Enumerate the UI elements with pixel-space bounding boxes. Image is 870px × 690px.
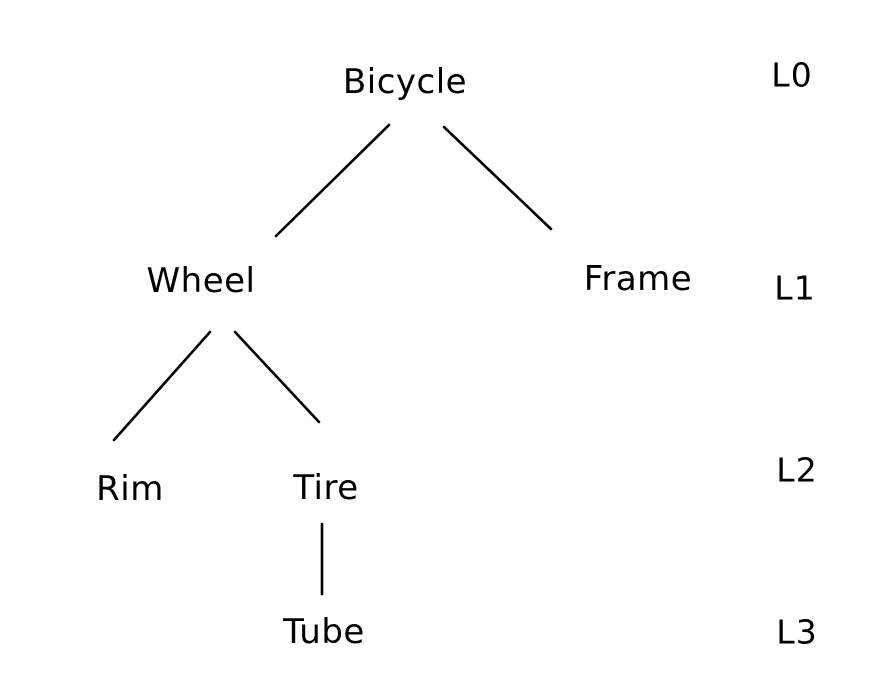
- node-tube[interactable]: Tube: [283, 612, 365, 652]
- level-label-l0: L0: [771, 55, 813, 95]
- node-tire[interactable]: Tire: [293, 468, 359, 508]
- level-label-l2: L2: [776, 450, 818, 490]
- edge-wheel-rim: [112, 330, 212, 442]
- edge-bicycle-frame: [442, 125, 553, 231]
- edge-wheel-tire: [233, 330, 321, 424]
- level-label-l1: L1: [774, 268, 816, 308]
- node-wheel[interactable]: Wheel: [146, 261, 256, 301]
- edge-bicycle-wheel: [274, 123, 391, 238]
- node-bicycle[interactable]: Bicycle: [342, 62, 468, 102]
- node-rim[interactable]: Rim: [96, 469, 164, 509]
- level-label-l3: L3: [776, 612, 818, 652]
- node-frame[interactable]: Frame: [583, 259, 693, 299]
